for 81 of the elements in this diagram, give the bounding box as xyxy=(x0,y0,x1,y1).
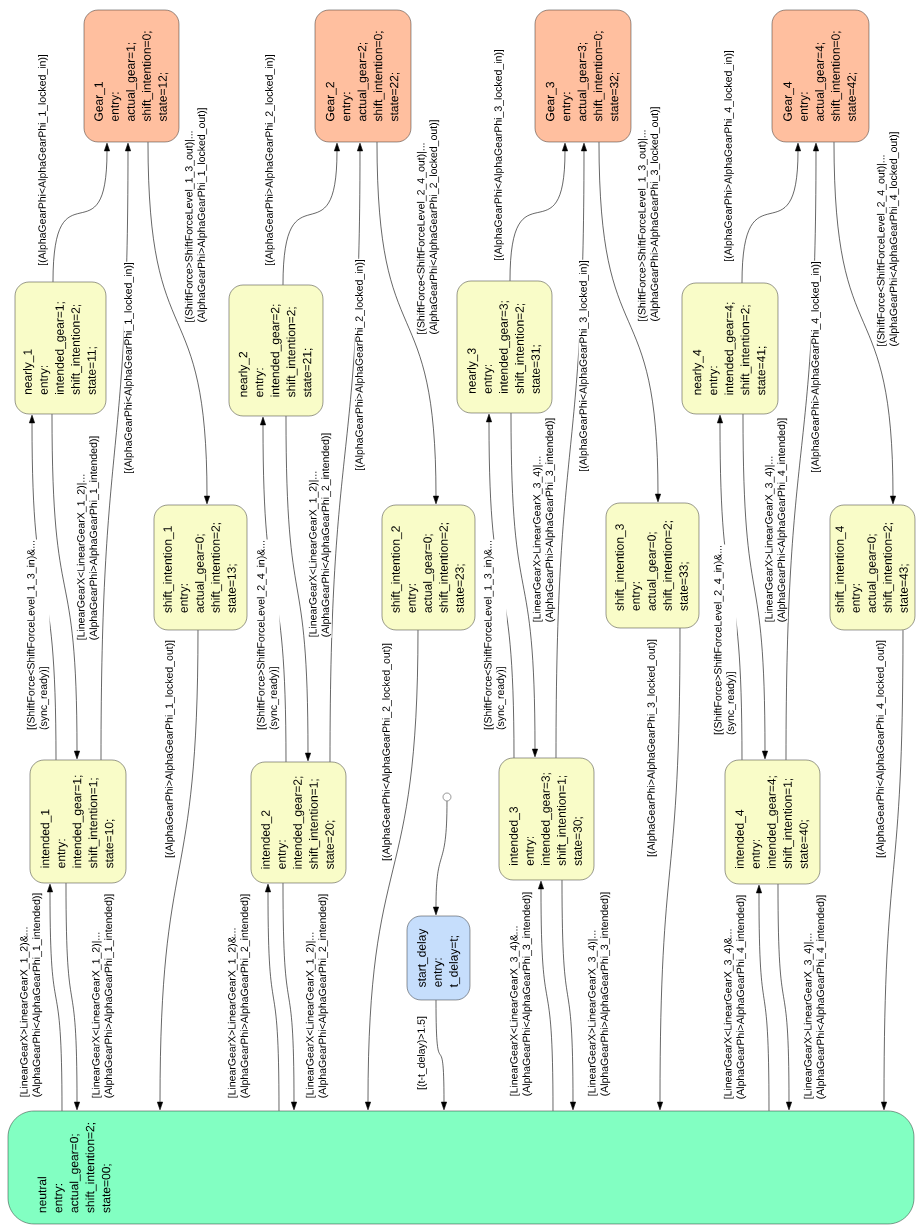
edge-label: [(ShiftForce<ShiftForceLevel_1_3_in)&... (sync_ready)] xyxy=(26,539,50,731)
edge-label: [(ShiftForce>ShiftForceLevel_2_4_in)&... (sync_ready)] xyxy=(256,539,280,731)
arrow xyxy=(777,883,792,1111)
arrow xyxy=(741,142,801,284)
state-box: shift_intention_1 entry: actual_gear=0; shift_intention=2; state=13; xyxy=(153,504,248,631)
edge-label: [(AlphaGearPhi<AlphaGearPhi_2_locked_out)] xyxy=(381,642,393,862)
state-box: neutral entry: actual_gear=0; shift_intention=2; state=00; xyxy=(7,1110,915,1225)
edge-label: [(ShiftForce>ShiftForceLevel_2_4_in)&... (sync_ready)] xyxy=(713,544,737,736)
arrow xyxy=(100,142,131,761)
arrow xyxy=(65,882,80,1111)
arrow xyxy=(785,142,819,761)
arrow xyxy=(538,880,554,1112)
edge-label: [(t-t_delay)>1.5] xyxy=(416,1015,428,1091)
arrow xyxy=(555,142,587,759)
edge-label: [(ShiftForce>ShiftForceLevel_1_3_out)|... (AlphaGearPhi>AlphaGearPhi_3_locked_out)] xyxy=(637,105,661,323)
edge-label: [LinearGearX>LinearGearX_3_4)|... (AlphaGearPhi<AlphaGearPhi_4_intended)] xyxy=(803,894,827,1100)
state-box: Gear_1 entry: actual_gear=1; shift_intention=0; state=12; xyxy=(83,9,180,143)
edge-label: [LinearGearX>LinearGearX_3_4)|... (AlphaGearPhi>AlphaGearPhi_3_intended)] xyxy=(587,891,611,1097)
edge-label: [(ShiftForce<ShiftForceLevel_1_3_in)&... (sync_ready)] xyxy=(483,539,507,731)
edge-label: [(AlphaGearPhi>AlphaGearPhi_2_locked_in)] xyxy=(354,258,366,472)
state-box: intended_2 entry: intended_gear=2; shift_intention=1; state=20; xyxy=(250,761,347,884)
arrow xyxy=(376,141,439,505)
arrow xyxy=(282,142,340,286)
arrow xyxy=(561,879,576,1111)
arrow xyxy=(52,142,110,283)
arrow xyxy=(365,629,419,1111)
edge-label: [(AlphaGearPhi>AlphaGearPhi_3_locked_out)] xyxy=(646,638,658,858)
state-box: nearly_3 entry: intended_gear=3; shift_intention=2; state=31; xyxy=(456,280,553,414)
arrow xyxy=(147,141,210,505)
arrow xyxy=(157,629,199,1111)
arrow xyxy=(282,882,297,1111)
edge-label: [LinearGearX<LinearGearX_1_2)|... (AlphaGearPhi<AlphaGearPhi_2_intended)] xyxy=(305,893,329,1099)
edge-label: [(AlphaGearPhi>AlphaGearPhi_2_locked_in)] xyxy=(264,53,276,267)
edge-label: [LinearGearX<LinearGearX_1_2)|... (AlphaGearPhi>AlphaGearPhi_1_intended)] xyxy=(91,893,115,1099)
arrow xyxy=(47,883,63,1112)
edge-label: [LinearGearX>LinearGearX_3_4)|... (AlphaGearPhi<AlphaGearPhi_4_intended)] xyxy=(764,417,788,623)
edge-label: [(AlphaGearPhi<AlphaGearPhi_3_locked_in)] xyxy=(493,48,505,262)
state-box: intended_4 entry: intended_gear=4; shift_intention=1; state=40; xyxy=(724,759,821,885)
arrow xyxy=(510,412,538,758)
arrow xyxy=(598,141,661,503)
arrow xyxy=(433,800,448,916)
edge-label: [(ShiftForce>ShiftForceLevel_1_3_out)|... (AlphaGearPhi>AlphaGearPhi_1_locked_out)] xyxy=(184,106,208,324)
edge-label: [LinearGearX>LinearGearX_1_2)&... (AlphaGearPhi>AlphaGearPhi_2_intended)] xyxy=(227,893,251,1099)
arrow xyxy=(435,999,447,1111)
arrow xyxy=(51,413,80,760)
state-box: intended_1 entry: intended_gear=1; shift_intention=1; state=10; xyxy=(29,759,127,884)
state-box: start_delay entry: t_delay=t; xyxy=(406,915,471,1001)
state-box: Gear_2 entry: actual_gear=2; shift_intention=0; state=22; xyxy=(314,9,412,143)
edge-label: [(AlphaGearPhi<AlphaGearPhi_1_locked_in)] xyxy=(123,261,135,475)
edge-label: [(AlphaGearPhi<AlphaGearPhi_3_locked_in)] xyxy=(578,259,590,473)
edge-label: [(AlphaGearPhi<AlphaGearPhi_4_locked_out)] xyxy=(875,639,887,859)
edge-label: [(AlphaGearPhi<AlphaGearPhi_1_locked_in)] xyxy=(37,53,49,267)
edge-label: [LinearGearX>LinearGearX_1_2)&... (AlphaGearPhi<AlphaGearPhi_1_intended)] xyxy=(19,892,43,1098)
state-box: Gear_3 entry: actual_gear=3; shift_intention=0; state=32; xyxy=(534,9,632,143)
arrow xyxy=(509,142,568,282)
edge-label: [(AlphaGearPhi>AlphaGearPhi_1_locked_out)] xyxy=(164,639,176,859)
arrow xyxy=(833,141,896,505)
state-box: nearly_2 entry: intended_gear=2; shift_intention=2; state=21; xyxy=(228,284,324,417)
arrow xyxy=(657,627,681,1111)
edge-label: [LinearGearX<LinearGearX_1_2)|... (AlphaGearPhi<AlphaGearPhi_2_intended)] xyxy=(308,432,332,638)
edge-label: [LinearGearX>LinearGearX_3_4)|... (AlphaGearPhi>AlphaGearPhi_3_intended)] xyxy=(532,417,556,623)
state-box: shift_intention_2 entry: actual_gear=0; shift_intention=2; state=23; xyxy=(381,504,476,631)
arrow xyxy=(285,415,311,762)
edge-label: [LinearGearX<LinearGearX_1_2)|... (AlphaGearPhi>AlphaGearPhi_1_intended)] xyxy=(76,435,100,641)
state-box: nearly_1 entry: intended_gear=1; shift_intention=2; state=11; xyxy=(14,281,107,415)
state-box: shift_intention_3 entry: actual_gear=0; shift_intention=2; state=33; xyxy=(605,502,700,629)
state-box: Gear_4 entry: actual_gear=4; shift_intention=0; state=42; xyxy=(771,9,870,143)
state-box: intended_3 entry: intended_gear=3; shift_intention=1; state=30; xyxy=(498,757,595,881)
edge-label: [LinearGearX<LinearGearX_3_4)&... (AlphaGearPhi>AlphaGearPhi_4_intended)] xyxy=(723,894,747,1100)
edge-label: [(AlphaGearPhi>AlphaGearPhi_4_locked_in)] xyxy=(810,260,822,474)
state-box: shift_intention_4 entry: actual_gear=0; shift_intention=2; state=43; xyxy=(829,504,916,631)
arrow xyxy=(265,883,280,1112)
arrow xyxy=(881,629,904,1111)
arrow xyxy=(742,413,768,760)
edge-label: [(ShiftForce<ShiftForceLevel_2_4_out)|... (AlphaGearPhi<AlphaGearPhi_4_locked_out)] xyxy=(876,130,900,348)
edge-label: [(ShiftForce<ShiftForceLevel_2_4_out)|... (AlphaGearPhi<AlphaGearPhi_2_locked_out)] xyxy=(416,118,440,336)
edge-label: [(AlphaGearPhi>AlphaGearPhi_4_locked_in)] xyxy=(723,49,735,263)
state-box: nearly_4 entry: intended_gear=4; shift_intention=2; state=41; xyxy=(681,282,779,415)
arrow xyxy=(329,142,363,763)
edge-label: [LinearGearX<LinearGearX_3_4)&... (AlphaGearPhi<AlphaGearPhi_3_intended)] xyxy=(509,891,533,1097)
arrow xyxy=(756,884,770,1112)
